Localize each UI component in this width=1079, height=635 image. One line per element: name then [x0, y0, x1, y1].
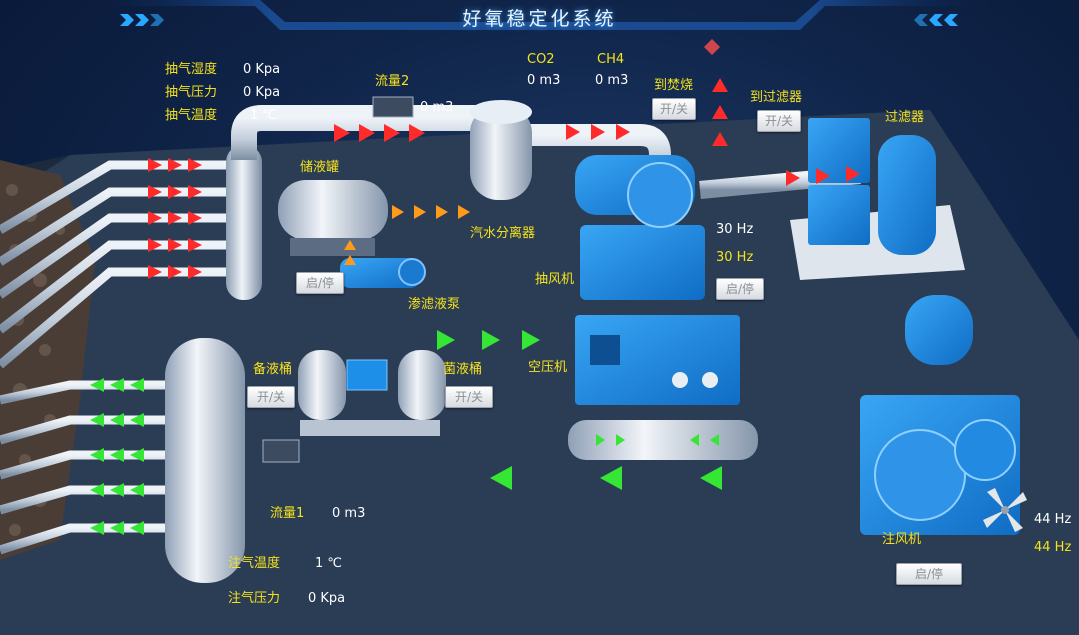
extract-main-pipe: [231, 105, 480, 160]
flow1-label: 流量1: [270, 506, 305, 521]
page-title: 好氧稳定化系统: [462, 8, 617, 30]
extract-humidity-value: 0 Kpa: [243, 62, 281, 77]
flow1-value: 0 m3: [332, 506, 366, 521]
bacteria-tank-button[interactable]: 开/关: [445, 386, 493, 408]
extract-pressure-label: 抽气压力: [165, 85, 218, 100]
storage-tank: [278, 180, 388, 240]
exhaust-fan-button[interactable]: 启/停: [716, 278, 764, 300]
filter-control-cabinet: [808, 118, 870, 183]
incinerator-toggle-button[interactable]: 开/关: [652, 98, 696, 120]
title-chevrons-left: [120, 14, 164, 26]
flow-meter-1: [262, 439, 300, 463]
injection-manifold: [165, 338, 245, 583]
flow-meter-2: [372, 96, 414, 118]
flow2-label: 流量2: [375, 74, 410, 89]
exhaust-fan-label: 抽风机: [535, 272, 575, 287]
injection-temperature-value: 1 ℃: [315, 556, 343, 571]
dosing-pump: [346, 359, 388, 391]
title-frame: [90, 0, 990, 30]
bacteria-tank: [398, 350, 446, 420]
ch4-label: CH4: [597, 52, 625, 67]
backup-tank-label: 备液桶: [253, 362, 293, 377]
injection-flow-arrows: [90, 330, 722, 535]
flow2-value: 0 m3: [420, 100, 454, 115]
injection-pressure-label: 注气压力: [228, 591, 281, 606]
backup-tank: [298, 350, 346, 420]
steam-water-separator: [470, 105, 532, 200]
injection-temperature-label: 注气温度: [228, 556, 281, 571]
ch4-value: 0 m3: [595, 73, 629, 88]
filter-tank: [878, 135, 936, 255]
injection-fan-freq-yellow: 44 Hz: [1034, 540, 1072, 555]
extract-humidity-label: 抽气湿度: [165, 62, 218, 77]
backup-tank-button[interactable]: 开/关: [247, 386, 295, 408]
injection-fan-freq-white: 44 Hz: [1034, 512, 1072, 527]
to-incinerator-label: 到焚烧: [654, 78, 694, 93]
separator-label: 汽水分离器: [470, 226, 536, 241]
title-chevrons-right: [914, 14, 958, 26]
storage-tank-label: 储液罐: [300, 160, 340, 175]
filter-toggle-button[interactable]: 开/关: [757, 110, 801, 132]
injection-fan-button[interactable]: 启/停: [896, 563, 962, 585]
fan-blade-icon: [983, 488, 1027, 532]
extract-temperature-label: 抽气温度: [165, 108, 218, 123]
bacteria-tank-label: 菌液桶: [443, 362, 483, 377]
exhaust-fan-freq-white: 30 Hz: [716, 222, 754, 237]
injection-pressure-value: 0 Kpa: [308, 591, 346, 606]
leachate-pump-label: 渗滤液泵: [408, 297, 461, 312]
gas-outlet-pipe: [525, 124, 671, 180]
injection-branch-pipes: [0, 380, 195, 555]
exhaust-fan-freq-yellow: 30 Hz: [716, 250, 754, 265]
extract-flow-arrows: [148, 78, 860, 279]
extract-temperature-value: 1 ℃: [250, 108, 278, 123]
co2-label: CO2: [527, 52, 555, 67]
exhaust-fan-base: [580, 225, 705, 300]
air-compressor-label: 空压机: [528, 360, 568, 375]
to-filter-label: 到过滤器: [750, 90, 803, 105]
extract-pressure-value: 0 Kpa: [243, 85, 281, 100]
filter-label: 过滤器: [885, 110, 925, 125]
injection-fan-motor: [905, 295, 973, 365]
leachate-pump-button[interactable]: 启/停: [296, 272, 344, 294]
injection-fan-label: 注风机: [882, 532, 922, 547]
co2-value: 0 m3: [527, 73, 561, 88]
air-receiver-tank: [568, 420, 758, 460]
leachate-flow-arrows: [344, 205, 470, 265]
extract-manifold: [226, 145, 262, 300]
